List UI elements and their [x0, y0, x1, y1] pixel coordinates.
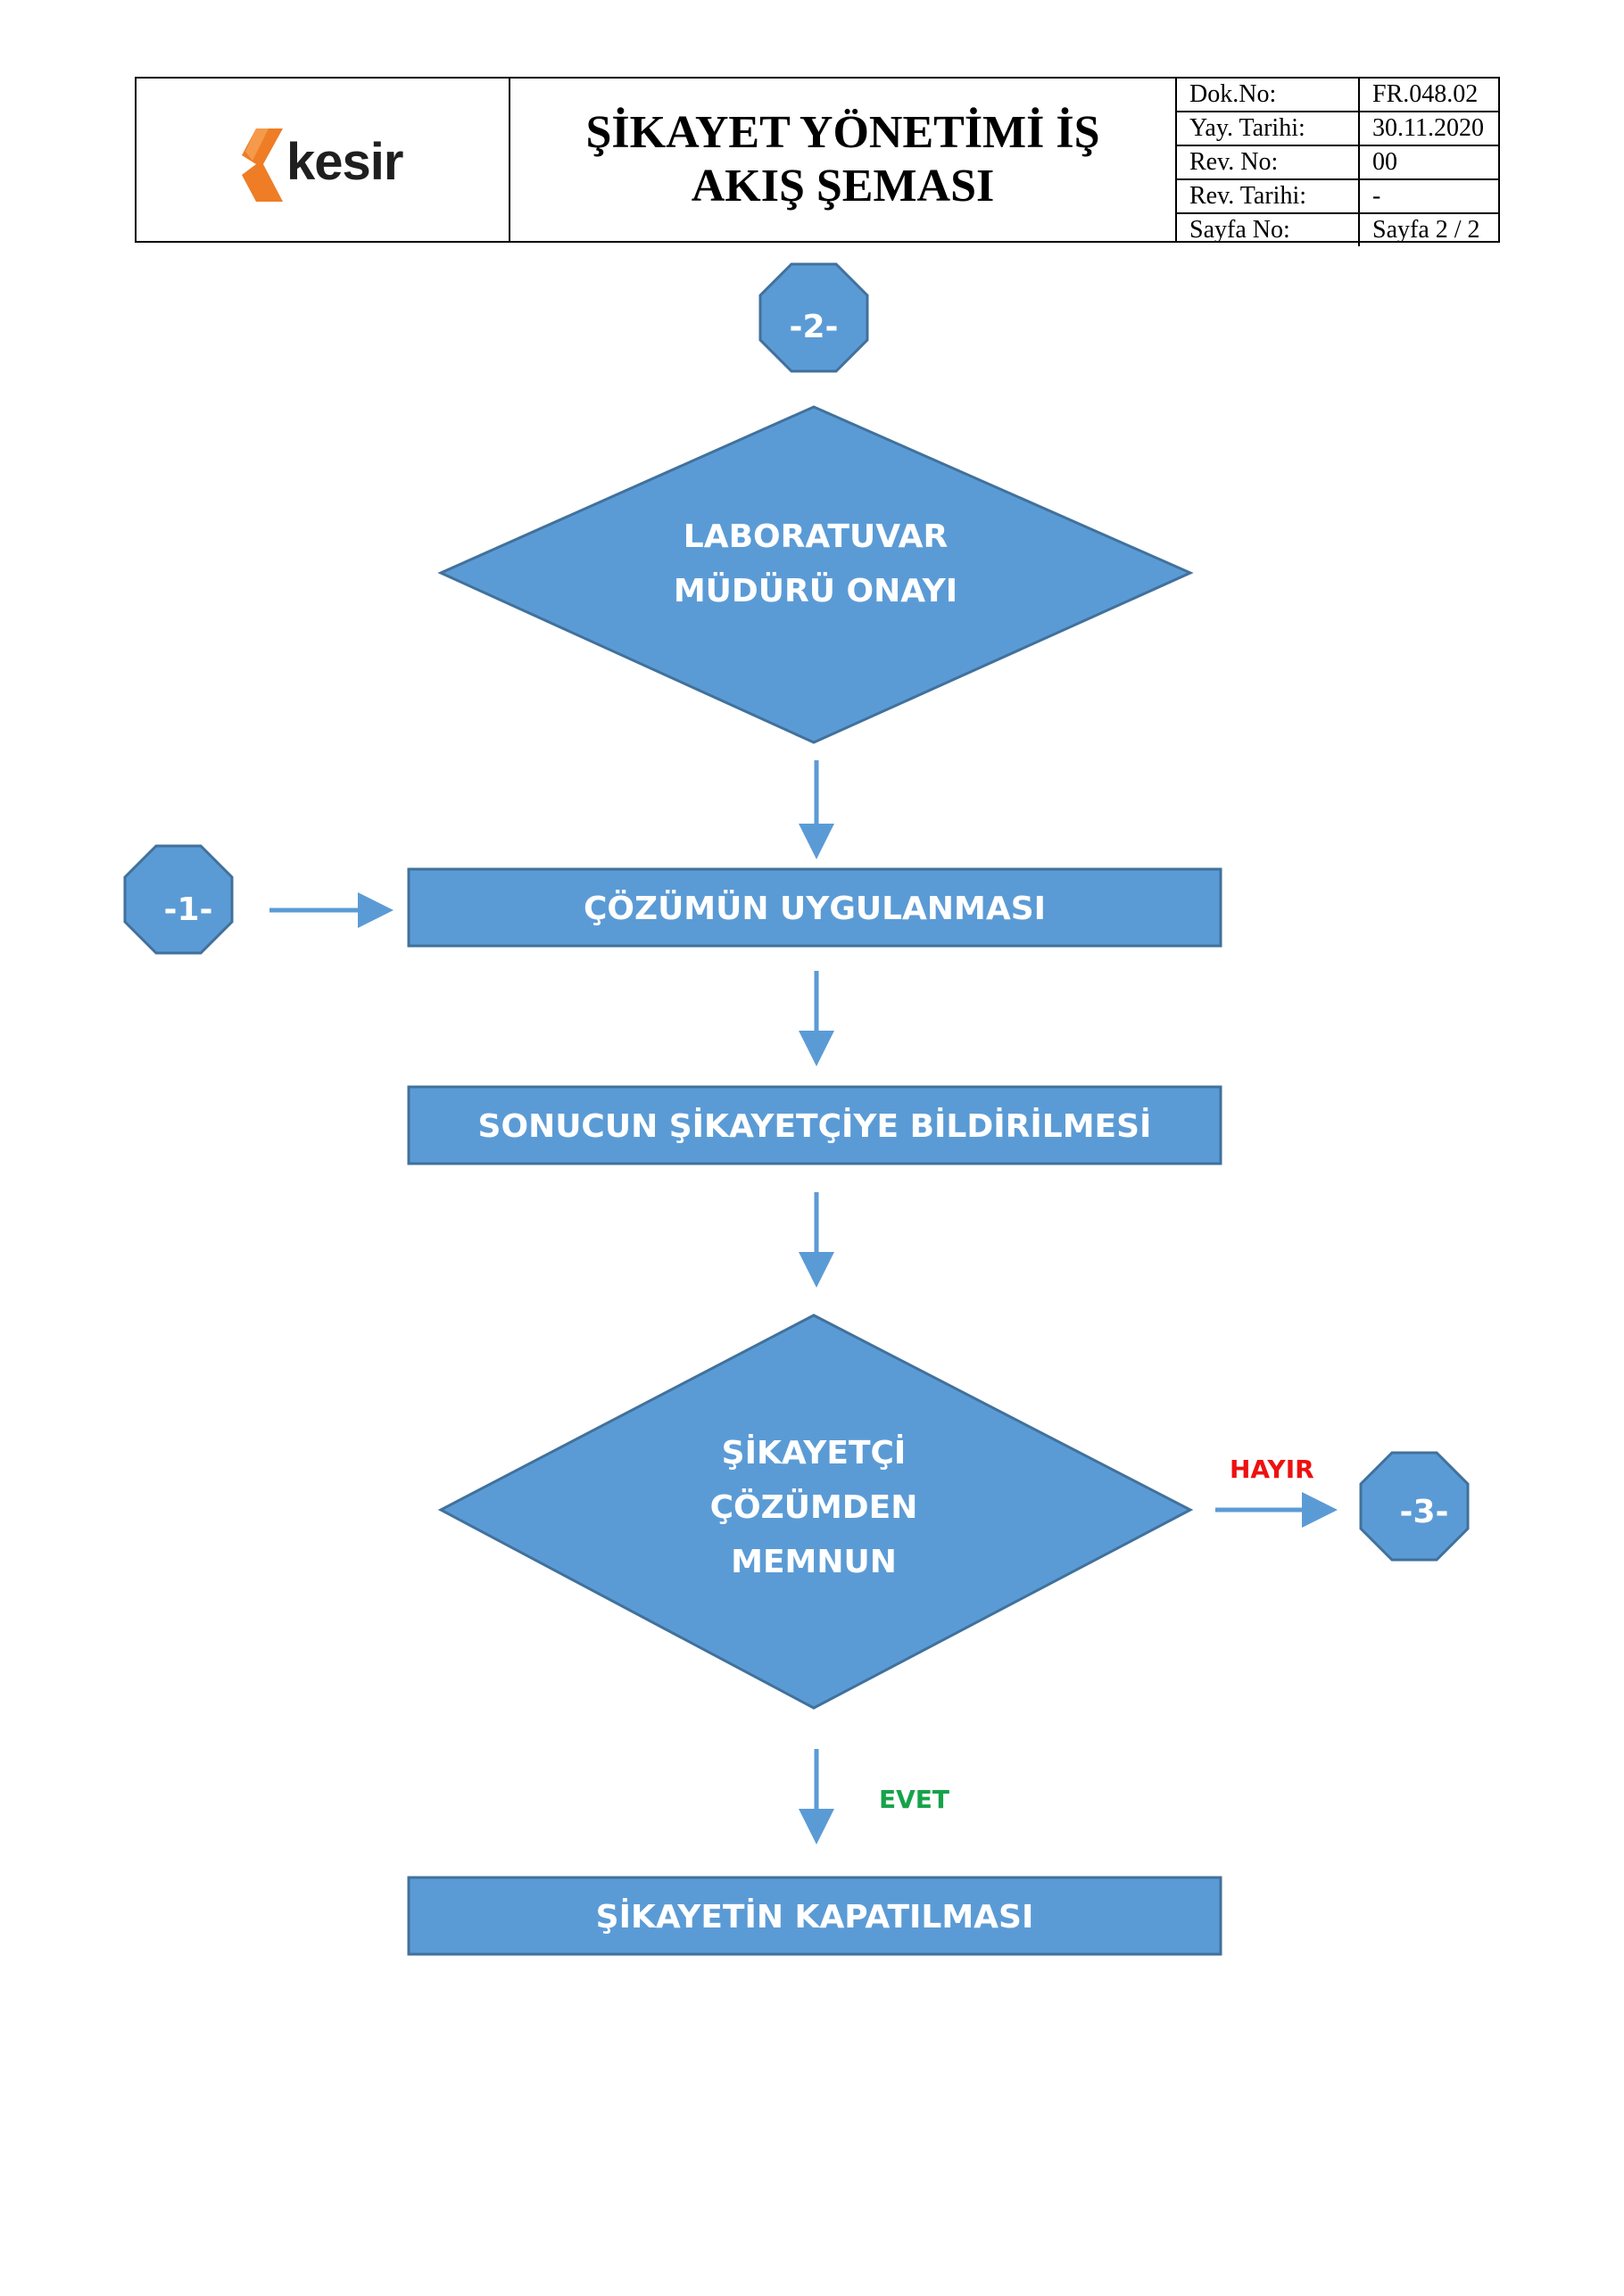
info-label: Sayfa No:: [1177, 212, 1360, 246]
info-value: 00: [1358, 145, 1498, 180]
connector-2: -2-: [758, 262, 869, 373]
decision-diamond-2: [437, 1314, 1194, 1710]
step1-label: ÇÖZÜMÜN UYGULANMASI: [584, 890, 1046, 927]
decision1-line2: MÜDÜRÜ ONAYI: [674, 572, 957, 609]
document-header: kesir ŞİKAYET YÖNETİMİ İŞ AKIŞ ŞEMASI Do…: [135, 77, 1500, 246]
info-value: FR.048.02: [1358, 79, 1498, 112]
info-row: Sayfa No: Sayfa 2 / 2: [1177, 212, 1498, 246]
process-close-complaint: ŞİKAYETİN KAPATILMASI: [407, 1876, 1222, 1956]
info-row: Dok.No: FR.048.02: [1177, 79, 1498, 112]
process-box-3: [407, 1876, 1222, 1956]
document-title: ŞİKAYET YÖNETİMİ İŞ AKIŞ ŞEMASI: [510, 79, 1177, 241]
step3-label: ŞİKAYETİN KAPATILMASI: [596, 1898, 1034, 1935]
decision2-line2: ÇÖZÜMDEN: [710, 1488, 918, 1526]
octagon-connector-left: [123, 844, 234, 955]
connector-left-label: -1-: [164, 891, 213, 928]
info-label: Yay. Tarihi:: [1177, 111, 1360, 146]
logo-text: kesir: [286, 133, 403, 191]
info-value: 30.11.2020: [1358, 111, 1498, 146]
info-label: Rev. Tarihi:: [1177, 178, 1360, 214]
yes-branch-label: EVET: [879, 1785, 949, 1814]
decision2-line3: MEMNUN: [731, 1544, 897, 1580]
title-line-1: ŞİKAYET YÖNETİMİ İŞ: [585, 107, 1100, 158]
info-value: Sayfa 2 / 2: [1358, 212, 1498, 246]
decision-diamond-1: [437, 405, 1194, 744]
info-value: -: [1358, 178, 1498, 214]
document-info: Dok.No: FR.048.02 Yay. Tarihi: 30.11.202…: [1177, 79, 1498, 246]
process-box-2: [407, 1085, 1222, 1165]
octagon-connector-top: [758, 262, 869, 373]
process-solution-implementation: ÇÖZÜMÜN UYGULANMASI: [407, 867, 1222, 948]
info-row: Rev. No: 00: [1177, 145, 1498, 180]
process-notify-complainant: SONUCUN ŞİKAYETÇİYE BİLDİRİLMESİ: [407, 1085, 1222, 1165]
kesir-logo-icon: [242, 128, 283, 202]
decision1-line1: LABORATUVAR: [684, 518, 948, 555]
octagon-connector-right: [1359, 1451, 1470, 1562]
step2-label: SONUCUN ŞİKAYETÇİYE BİLDİRİLMESİ: [478, 1107, 1152, 1145]
decision-complainant-satisfied: ŞİKAYETÇİ ÇÖZÜMDEN MEMNUN: [437, 1314, 1194, 1710]
document-info-table: Dok.No: FR.048.02 Yay. Tarihi: 30.11.202…: [1177, 79, 1498, 246]
decision-lab-manager-approval: LABORATUVAR MÜDÜRÜ ONAYI: [437, 405, 1194, 744]
logo-cell: kesir: [137, 79, 510, 241]
decision2-line1: ŞİKAYETÇİ: [722, 1434, 907, 1471]
info-row: Rev. Tarihi: -: [1177, 178, 1498, 214]
info-row: Yay. Tarihi: 30.11.2020: [1177, 111, 1498, 146]
info-label: Rev. No:: [1177, 145, 1360, 180]
connector-1: -1-: [123, 844, 234, 955]
connector-3: -3-: [1359, 1451, 1470, 1562]
connector-right-label: -3-: [1400, 1494, 1449, 1530]
info-label: Dok.No:: [1177, 79, 1360, 112]
title-line-2: AKIŞ ŞEMASI: [691, 161, 995, 211]
no-branch-label: HAYIR: [1230, 1455, 1314, 1484]
connector-top-label: -2-: [790, 309, 839, 345]
process-box-1: [407, 867, 1222, 948]
